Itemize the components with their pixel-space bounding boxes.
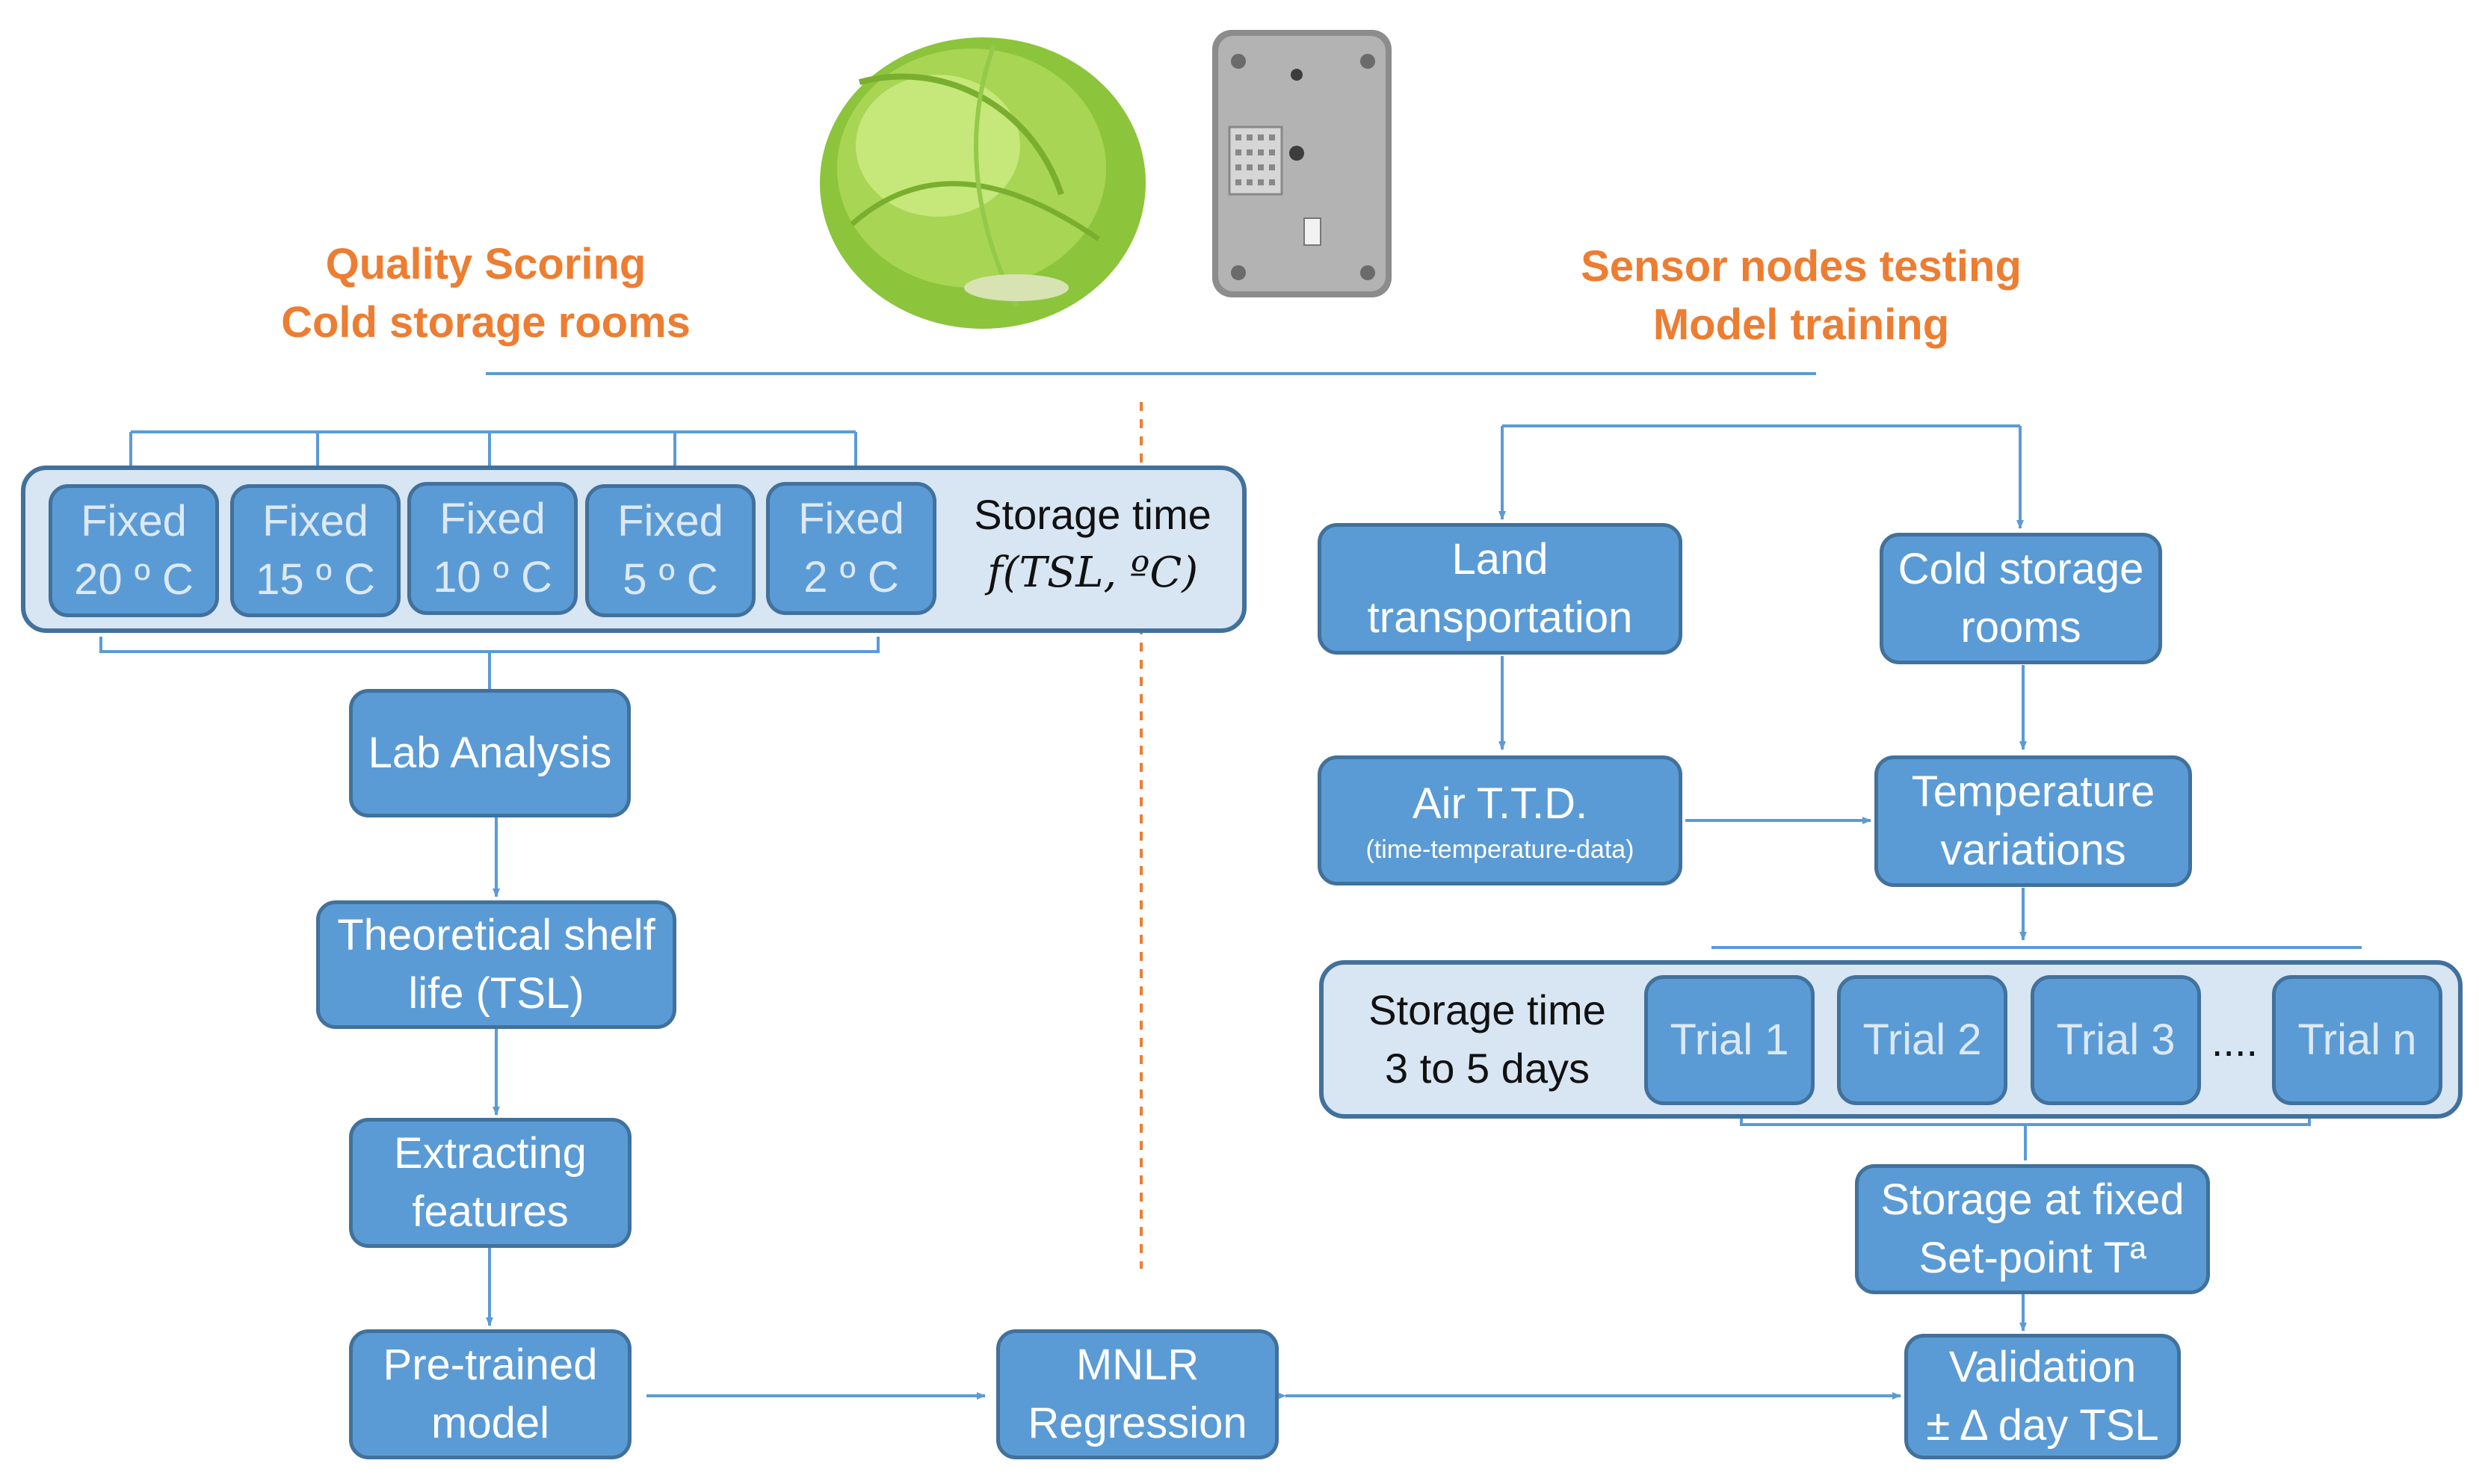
pre-trained-model-box: Pre-trained model (349, 1329, 632, 1459)
cold-storage-label-line2: rooms (1960, 603, 2081, 652)
fixed-temp-box: Fixed 20 º C (49, 484, 219, 617)
storage-time-right: Storage time 3 to 5 days (1338, 981, 1637, 1098)
fixed-temp-box: Fixed 5 º C (585, 484, 756, 617)
theoretical-shelf-life-box: Theoretical shelf life (TSL) (316, 900, 676, 1029)
fixed-temp-value: 2 º C (803, 553, 899, 602)
left-heading: Quality Scoring Cold storage rooms (217, 235, 755, 352)
mnlr-label-line1: MNLR (1075, 1341, 1200, 1389)
right-heading-line2: Model training (1652, 300, 1950, 349)
extracting-label-line1: Extracting (394, 1129, 587, 1178)
fixed-temp-box: Fixed 10 º C (407, 482, 578, 615)
air-ttd-sublabel: (time-temperature-data) (1365, 835, 1634, 864)
fixed-temp-value: 15 º C (256, 555, 375, 604)
trial-label: Trial n (2297, 1015, 2417, 1064)
trial-label: Trial 1 (1670, 1015, 1789, 1064)
cold-storage-label-line1: Cold storage (1898, 545, 2144, 593)
fixed-temp-value: 20 º C (74, 555, 194, 604)
temperature-label-line2: variations (1940, 826, 2126, 874)
fixed-temp-label: Fixed (439, 495, 546, 543)
air-ttd-box: Air T.T.D. (time-temperature-data) (1318, 755, 1682, 885)
trials-ellipsis: .... (2211, 1018, 2259, 1065)
right-heading-line1: Sensor nodes testing (1581, 242, 2022, 291)
mnlr-label-line2: Regression (1028, 1399, 1247, 1447)
validation-label-line2: ± Δ day TSL (1926, 1401, 2159, 1450)
storage-time-formula: f(TSL, ºC) (987, 548, 1199, 597)
extracting-label-line2: features (412, 1187, 569, 1236)
tsl-label-line1: Theoretical shelf (337, 911, 655, 959)
fixed-temp-label: Fixed (262, 497, 368, 545)
right-heading: Sensor nodes testing Model training (1517, 238, 2085, 354)
trial-box: Trial 3 (2031, 975, 2201, 1105)
fixed-setpoint-label-line2: Set-point Tª (1918, 1234, 2146, 1282)
lettuce-image (820, 37, 1146, 329)
land-transportation-box: Land transportation (1318, 523, 1682, 655)
storage-at-fixed-setpoint-box: Storage at fixed Set-point Tª (1855, 1164, 2210, 1294)
pretrained-label-line2: model (431, 1399, 549, 1447)
fixed-temp-label: Fixed (81, 497, 187, 545)
fixed-temp-value: 10 º C (433, 553, 552, 602)
validation-label-line1: Validation (1948, 1343, 2137, 1391)
trial-box: Trial 1 (1644, 975, 1815, 1105)
sensor-node-image (1212, 30, 1392, 297)
land-label-line2: transportation (1367, 593, 1633, 642)
lab-analysis-box: Lab Analysis (349, 689, 631, 817)
lab-analysis-label: Lab Analysis (368, 729, 612, 777)
left-heading-line1: Quality Scoring (325, 240, 646, 288)
fixed-temp-value: 5 º C (623, 555, 718, 604)
trial-box: Trial 2 (1837, 975, 2007, 1105)
tsl-label-line2: life (TSL) (408, 969, 584, 1018)
trial-box: Trial n (2272, 975, 2442, 1105)
temperature-label-line1: Temperature (1911, 767, 2155, 816)
fixed-temp-label: Fixed (798, 495, 904, 543)
mnlr-regression-box: MNLR Regression (996, 1329, 1279, 1459)
trial-label: Trial 2 (1862, 1015, 1982, 1064)
land-label-line1: Land (1451, 535, 1549, 584)
air-ttd-label: Air T.T.D. (1412, 779, 1588, 828)
fixed-temp-box: Fixed 2 º C (766, 482, 936, 615)
trial-label: Trial 3 (2056, 1015, 2176, 1064)
pretrained-label-line1: Pre-trained (383, 1341, 598, 1389)
fixed-temp-box: Fixed 15 º C (230, 484, 401, 617)
storage-time-label: Storage time (974, 491, 1211, 538)
fixed-temp-label: Fixed (617, 497, 723, 545)
cold-storage-rooms-box: Cold storage rooms (1880, 533, 2162, 664)
temperature-variations-box: Temperature variations (1874, 755, 2192, 887)
storage-time-left: Storage time f(TSL, ºC) (943, 486, 1242, 602)
storage-time-right-line2: 3 to 5 days (1385, 1045, 1590, 1092)
fixed-setpoint-label-line1: Storage at fixed (1880, 1175, 2185, 1224)
left-heading-line2: Cold storage rooms (281, 298, 691, 347)
extracting-features-box: Extracting features (349, 1118, 632, 1248)
validation-box: Validation ± Δ day TSL (1904, 1334, 2181, 1459)
storage-time-right-line1: Storage time (1368, 986, 1606, 1033)
